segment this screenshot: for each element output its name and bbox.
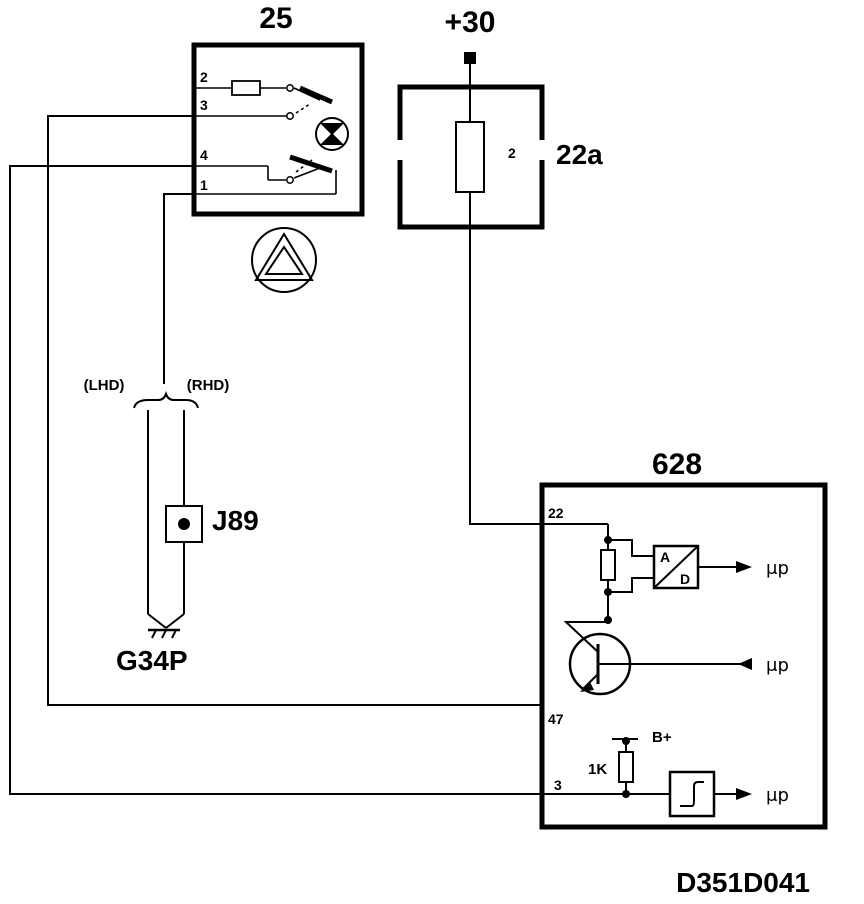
wire-switch3-to-47 xyxy=(47,115,540,706)
adc-label-a: A xyxy=(660,549,670,565)
module-628-box xyxy=(539,482,828,830)
schmitt-trigger-icon xyxy=(668,770,716,818)
hazard-warning-icon xyxy=(251,227,317,293)
wire-switch1-ground xyxy=(163,193,194,384)
fuse-22a: +30 2 22a xyxy=(397,6,603,230)
module-628-label: 628 xyxy=(652,448,702,481)
arrow-right-icon xyxy=(736,561,752,573)
wire-fuse-to-22 xyxy=(469,227,608,525)
connector-j89: J89 xyxy=(165,505,259,543)
arrow-left-icon xyxy=(738,658,752,670)
switch-resistor xyxy=(231,80,261,96)
arrow-right-icon xyxy=(736,788,752,800)
module-pin-3: 3 xyxy=(554,777,562,793)
switch-pin-2: 2 xyxy=(200,69,208,85)
switch-25-label: 25 xyxy=(259,2,292,35)
adc-block: A D xyxy=(652,544,700,590)
variant-rhd: (RHD) xyxy=(187,377,230,394)
supply-bplus: B+ xyxy=(652,729,672,746)
sense-resistor xyxy=(600,549,616,581)
hazard-switch-25: 25 2 3 4 1 xyxy=(191,2,365,217)
indicator-lamp-icon xyxy=(315,117,349,151)
connector-j89-label: J89 xyxy=(212,505,259,536)
fuse-22a-label: 22a xyxy=(556,139,603,170)
diagram-code: D351D041 xyxy=(676,867,810,898)
pullup-1k: 1K xyxy=(588,761,607,778)
switch-pin-4: 4 xyxy=(200,147,208,163)
switch-pin-1: 1 xyxy=(200,177,208,193)
wire-switch4-to-3 xyxy=(9,165,670,795)
variant-brace xyxy=(133,390,199,409)
adc-label-d: D xyxy=(680,571,690,587)
output-up-2: μp xyxy=(766,785,789,806)
module-pin-47: 47 xyxy=(548,711,564,727)
transistor-icon xyxy=(563,621,740,696)
ground-icon xyxy=(148,628,180,639)
fuse-element xyxy=(455,121,485,193)
module-pin-22: 22 xyxy=(548,505,564,521)
output-up-1: μp xyxy=(766,558,789,579)
pullup-resistor xyxy=(618,751,634,783)
ground-g34p-label: G34P xyxy=(116,645,188,676)
switch-pin-3: 3 xyxy=(200,97,208,113)
input-up: μp xyxy=(766,655,789,676)
supply-terminal xyxy=(464,52,476,64)
variant-lhd: (LHD) xyxy=(84,377,125,394)
supply-plus30-label: +30 xyxy=(445,6,496,39)
fuse-pin-2: 2 xyxy=(508,145,516,161)
switch-25-box xyxy=(191,42,365,217)
control-module-628: 628 22 47 3 A D μp xyxy=(539,448,828,830)
